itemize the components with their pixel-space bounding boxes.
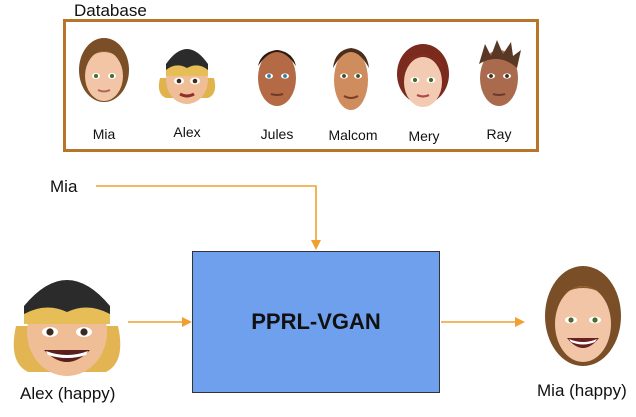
database-title: Database — [74, 1, 147, 20]
face-image-malcom — [323, 36, 379, 125]
input-face-image — [6, 262, 128, 391]
face-label-malcom: Malcom — [328, 127, 378, 143]
database-box: Mia Alex Jules — [63, 19, 539, 152]
face-label-alex: Alex — [173, 124, 201, 140]
output-face-image — [540, 262, 626, 383]
query-arrow — [96, 185, 321, 250]
face-image-alex — [154, 34, 220, 121]
face-label-jules: Jules — [260, 126, 294, 142]
face-image-mia — [76, 34, 132, 121]
face-label-ray: Ray — [486, 126, 512, 142]
face-image-jules — [249, 36, 305, 123]
output-face-label: Mia (happy) — [537, 381, 627, 400]
face-image-ray — [471, 34, 527, 123]
face-label-mia: Mia — [92, 126, 116, 142]
input-face-label: Alex (happy) — [20, 384, 116, 403]
query-identity-label: Mia — [50, 177, 78, 196]
face-image-mery — [394, 36, 452, 125]
face-label-mery: Mery — [408, 128, 440, 144]
model-label: PPRL-VGAN — [251, 309, 381, 334]
model-box: PPRL-VGAN — [192, 251, 440, 393]
